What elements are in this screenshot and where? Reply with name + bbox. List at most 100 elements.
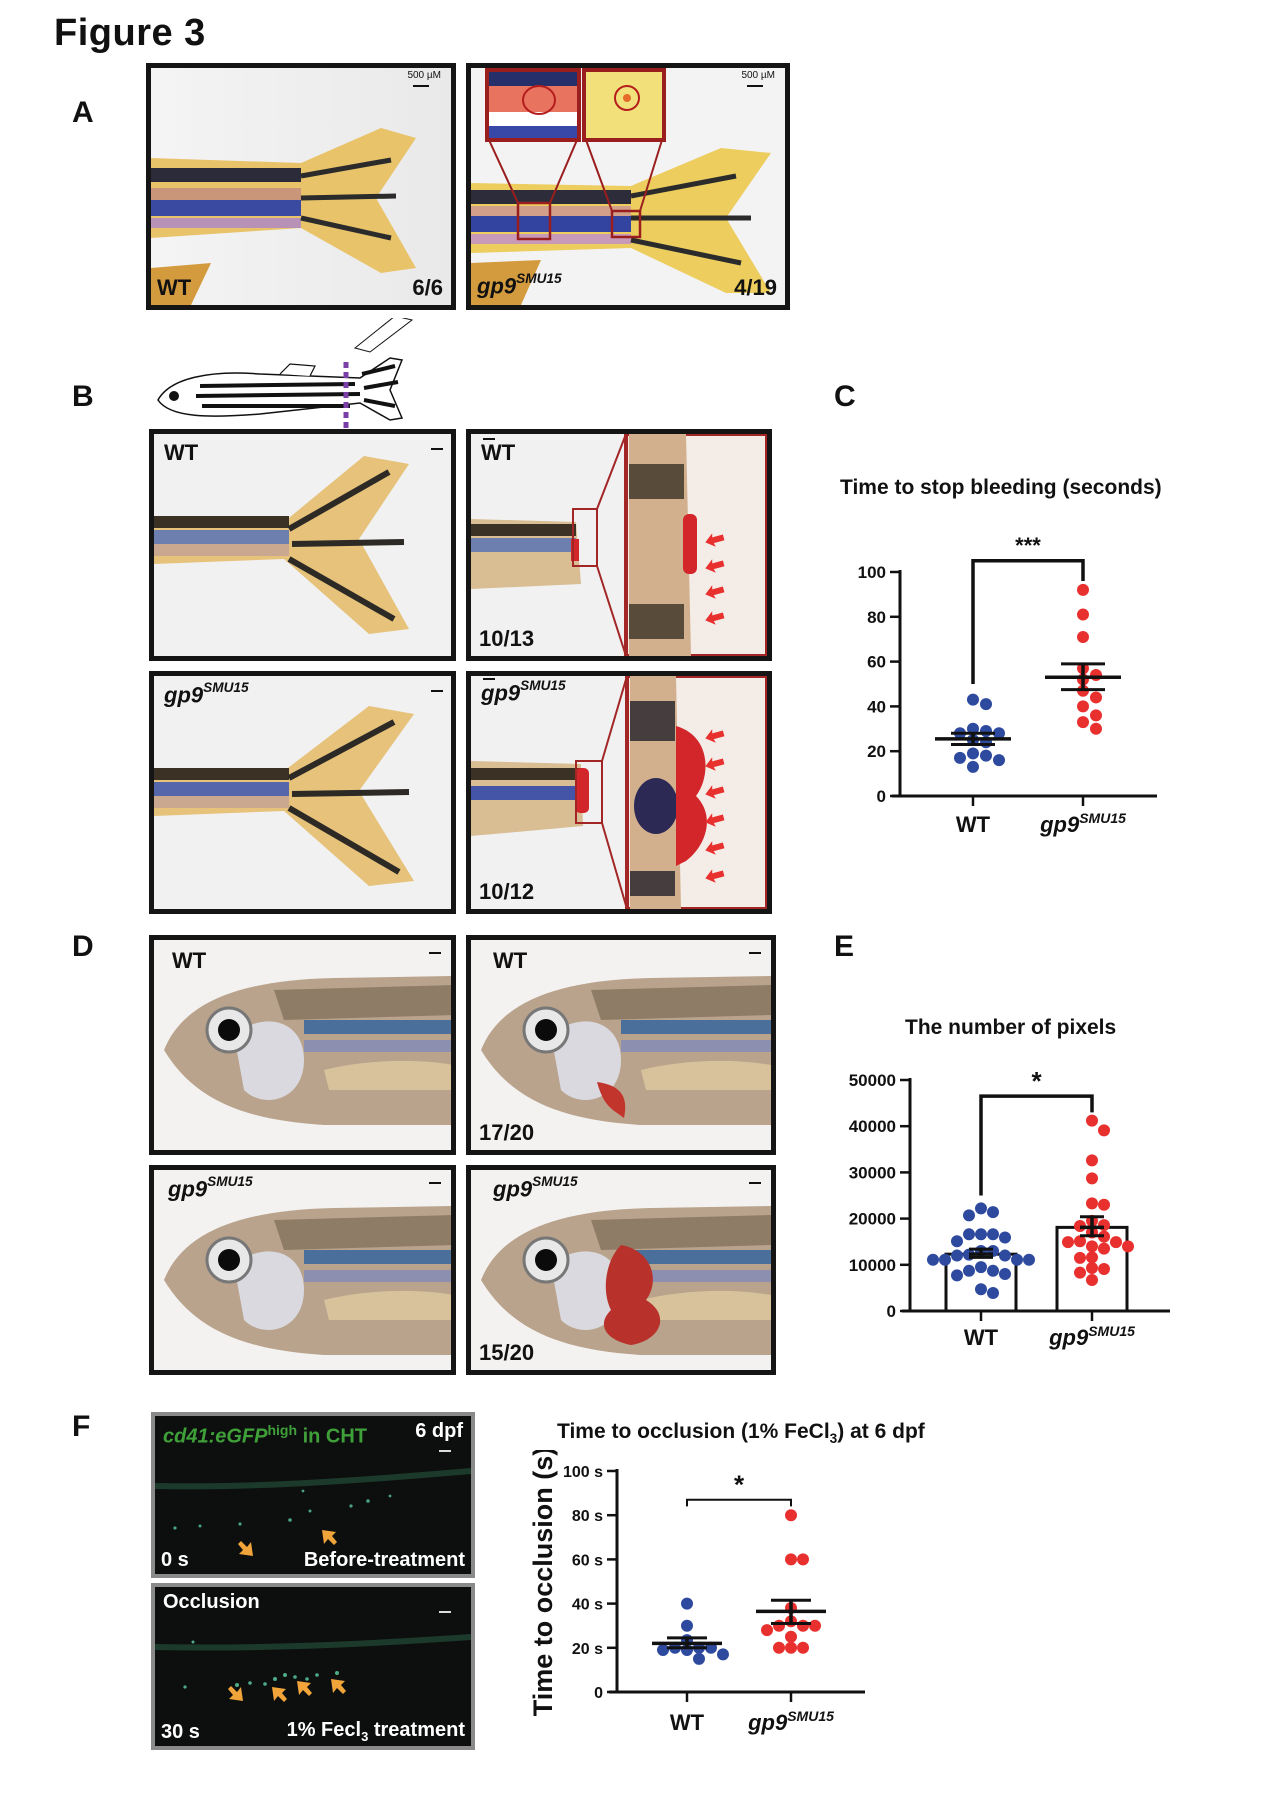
y-tick-label: 20 s [572,1641,603,1658]
y-tick-label: 40000 [849,1117,896,1136]
scale-bar-label: 500 µM [741,70,775,81]
count-label: 17/20 [479,1120,535,1145]
data-point [773,1641,785,1654]
panel-label-b: B [72,380,94,413]
data-point [980,749,992,762]
fish-tail-illustration [154,706,414,886]
data-point [681,1619,693,1632]
genotype-label: WT [164,440,199,465]
panel-d-mutant-treated-photo: gp9SMU15 15/20 [466,1165,776,1375]
panel-a-wt-photo: 500 µM WT 6/6 [146,63,456,310]
data-point [1074,1251,1086,1264]
data-point [1077,630,1089,643]
data-point [785,1630,797,1643]
y-tick-label: 20000 [849,1210,896,1229]
data-point [987,1206,999,1219]
y-tick-label: 0 [877,787,886,806]
fish-tail-illustration [154,456,409,634]
panel-f-after-image: Occlusion 30 s 1% Fecl3 treatment [151,1583,475,1750]
fluorescence-illustration [155,1634,471,1689]
data-point [987,1264,999,1277]
genotype-label: gp9SMU15 [168,1173,253,1202]
fish-head-illustration [471,940,771,1150]
orange-arrow-icon [331,1679,346,1694]
data-point [951,1235,963,1248]
x-tick-label: gp9SMU15 [1039,810,1126,837]
y-tick-label: 40 [867,697,886,716]
data-point [975,1261,987,1274]
amputated-tail-illustration [471,434,767,656]
data-point [1086,1274,1098,1287]
y-tick-label: 60 [867,653,886,672]
data-point [657,1644,669,1657]
y-tick-label: 0 [887,1302,896,1321]
data-point [1098,1262,1110,1275]
orange-arrow-icon [228,1686,243,1701]
scale-bar [429,1182,441,1184]
fish-amputation-schematic [157,318,414,430]
panel-f-before-image: cd41:eGFPhigh in CHT 6 dpf 0 s Before-tr… [151,1412,475,1578]
genotype-label: gp9SMU15 [164,679,249,708]
fluorescence-illustration [155,1468,471,1530]
data-point [797,1553,809,1566]
y-tick-label: 80 s [572,1508,603,1525]
data-point [785,1553,797,1566]
data-point [785,1641,797,1654]
chart-e-title: The number of pixels [905,1016,1117,1039]
data-point [1011,1253,1023,1266]
y-tick-label: 10000 [849,1256,896,1275]
data-point [963,1209,975,1222]
data-point [975,1283,987,1296]
fish-tail-illustration [151,68,451,305]
data-point [1062,1236,1074,1249]
data-point [951,1269,963,1282]
fish-eye-icon [169,391,179,401]
scale-bar [483,438,495,440]
fish-tail-illustration [471,68,785,305]
data-point [975,1228,987,1241]
panel-b-wt-uncut-photo: WT [149,429,456,661]
x-tick-label: gp9SMU15 [747,1708,834,1735]
data-point [999,1231,1011,1244]
scale-bar [749,1182,761,1184]
panel-b-mutant-uncut-photo: gp9SMU15 [149,671,456,914]
panel-label-f: F [72,1410,91,1443]
data-point [1086,1251,1098,1264]
genotype-label: WT [493,948,528,973]
genotype-label: gp9SMU15 [477,270,562,298]
time-label: 30 s [161,1721,200,1743]
red-arrow-icon [705,757,725,771]
data-point [939,1253,951,1266]
scale-bar [431,690,443,692]
scale-bar [429,952,441,954]
data-point [987,1228,999,1241]
scale-bar [413,85,429,87]
chart-c-title: Time to stop bleeding (seconds) [840,476,1162,499]
panel-b-mutant-cut-photo: gp9SMU15 10/12 [466,671,772,914]
data-point [951,1249,963,1262]
panel-label-d: D [72,930,94,963]
red-arrow-icon [705,559,725,573]
data-point [1074,1266,1086,1279]
count-label: 6/6 [412,275,443,300]
data-point [1077,583,1089,596]
orange-arrow-icon [297,1681,312,1696]
y-tick-label: 30000 [849,1163,896,1182]
data-point [999,1249,1011,1262]
data-point [1098,1219,1110,1232]
data-point [975,1202,987,1215]
genotype-label: WT [172,948,207,973]
amputated-tail-illustration [471,676,767,909]
panel-d-wt-treated-photo: WT 17/20 [466,935,776,1155]
count-label: 15/20 [479,1340,535,1365]
genotype-label: WT [481,440,516,465]
data-point [1086,1262,1098,1275]
y-axis-label: Time to occlusion (s) [528,1450,558,1716]
x-tick-label: gp9SMU15 [1048,1323,1135,1350]
data-point [1086,1197,1098,1210]
data-point [1074,1235,1086,1248]
data-point [1077,700,1089,713]
scale-bar-label: 500 µM [407,70,441,81]
